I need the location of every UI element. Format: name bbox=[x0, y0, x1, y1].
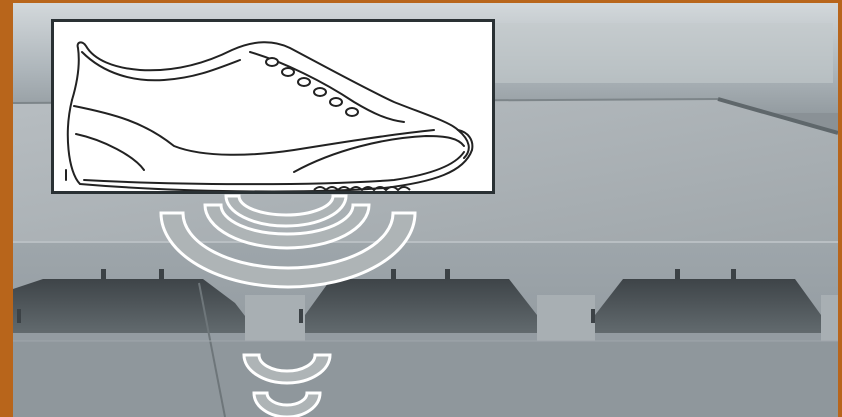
beam-1 bbox=[245, 295, 305, 341]
shoe-toe-cap bbox=[294, 136, 464, 172]
floor-structure-scene bbox=[13, 3, 838, 417]
beam-2 bbox=[537, 295, 595, 341]
sneaker-icon bbox=[54, 22, 492, 191]
shoe-side-panel bbox=[74, 106, 434, 155]
void-middle bbox=[305, 279, 537, 333]
void-left bbox=[13, 279, 245, 333]
floor-underside bbox=[13, 341, 838, 417]
shoe-heel-curve bbox=[76, 134, 144, 170]
shoe-eyelets bbox=[266, 58, 358, 116]
void-right bbox=[595, 279, 821, 333]
background-reflection bbox=[483, 23, 833, 83]
shoe-sole-tread bbox=[84, 152, 464, 184]
shoe-illustration-panel bbox=[51, 19, 495, 194]
beam-3 bbox=[821, 295, 838, 341]
